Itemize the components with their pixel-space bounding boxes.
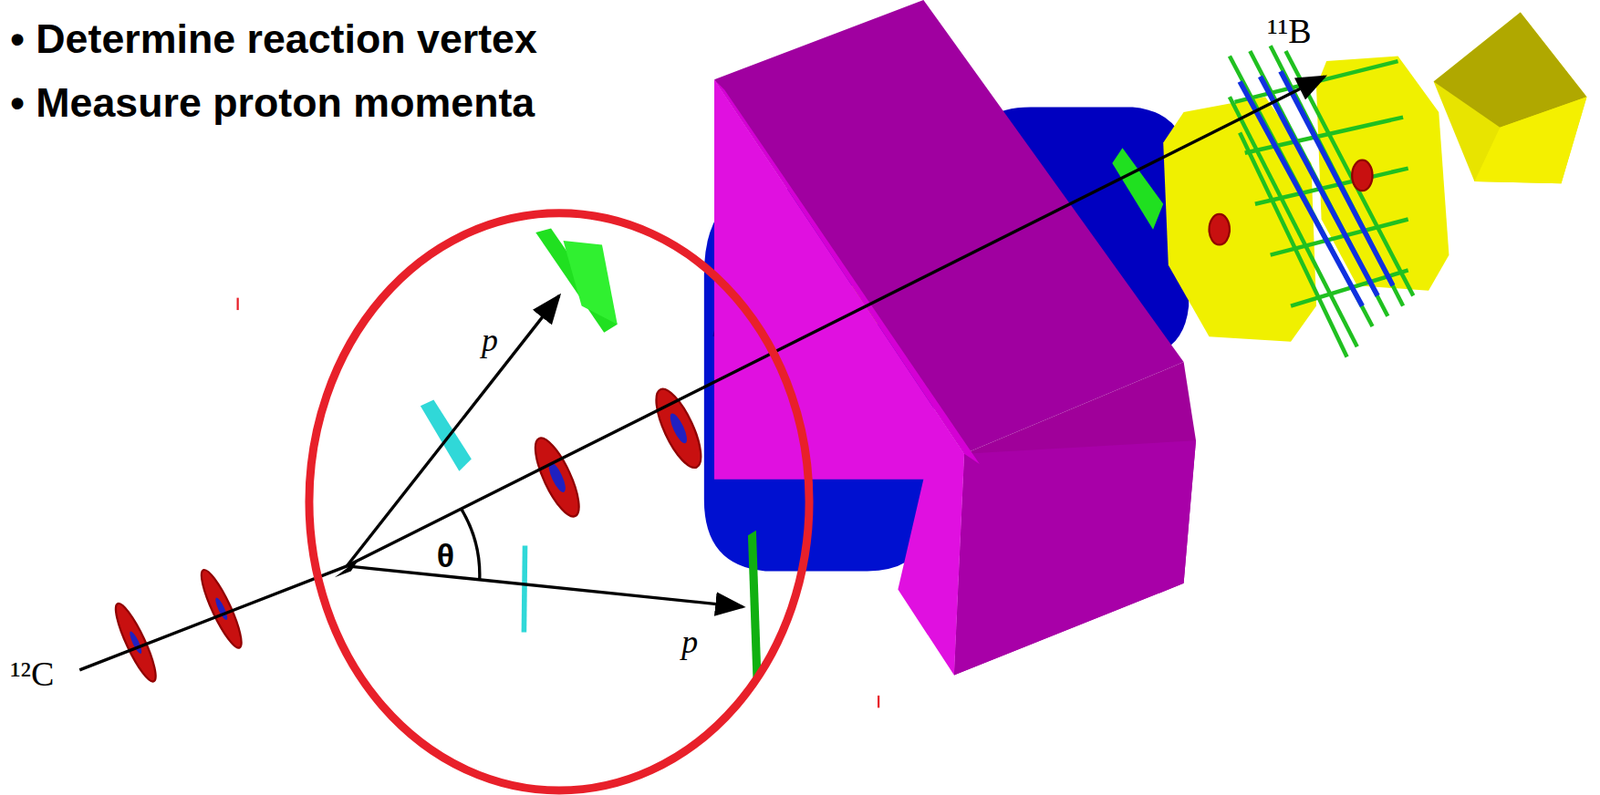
highlight-ellipse [309, 213, 810, 791]
particle-label: p [681, 624, 698, 661]
yellow-box [1433, 11, 1588, 184]
tracker [1229, 45, 1413, 357]
beam-detector [109, 160, 1373, 686]
proton-detector [535, 228, 617, 333]
bullet-text: • Determine reaction vertex [10, 16, 538, 62]
angle-label: θ [436, 539, 455, 575]
particle-label: ¹²C [10, 654, 54, 694]
particle-label: p [481, 322, 499, 358]
particle-label: ¹¹B [1267, 11, 1311, 51]
bullet-text: • Measure proton momenta [10, 79, 535, 125]
